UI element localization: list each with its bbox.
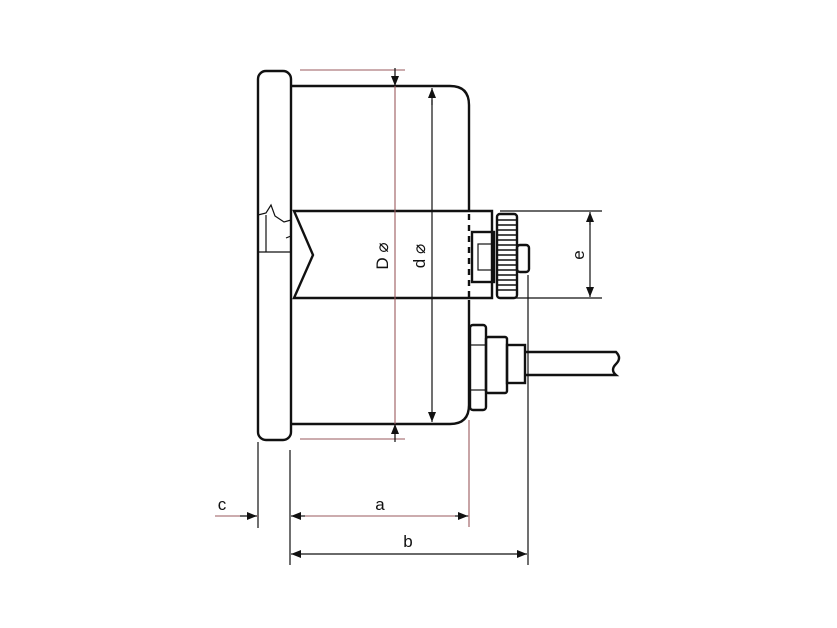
- bezel-cutaway: [257, 203, 292, 253]
- label-outer-diameter: D ⌀: [373, 242, 392, 269]
- capillary-pipe: [525, 350, 621, 377]
- adjust-nut: [470, 230, 496, 284]
- label-e: e: [569, 250, 588, 259]
- hex-nut: [468, 323, 488, 412]
- label-a: a: [375, 495, 385, 514]
- label-inner-diameter: d ⌀: [410, 244, 429, 268]
- knob-ridges: [497, 219, 517, 291]
- label-b: b: [403, 532, 412, 551]
- section-band: [292, 209, 494, 300]
- fitting-nut: [484, 335, 509, 395]
- knob-pin: [515, 243, 531, 274]
- bezel: [256, 69, 293, 442]
- label-c: c: [218, 495, 227, 514]
- fitting-stem: [505, 343, 527, 385]
- adjust-nut-inner: [477, 243, 493, 271]
